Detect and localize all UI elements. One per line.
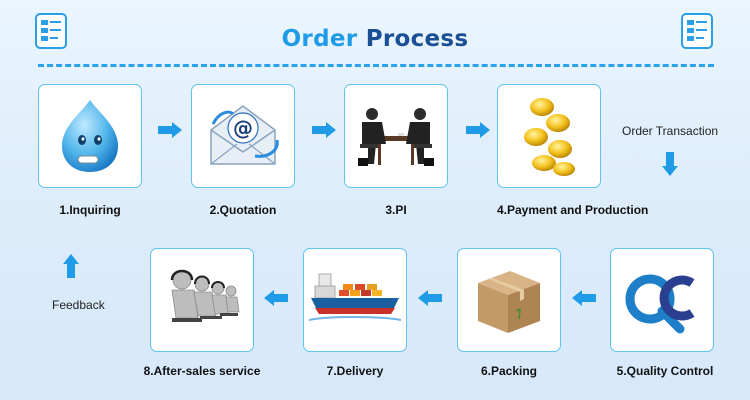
step-label-packing: 6.Packing — [480, 364, 538, 378]
step-card-delivery — [303, 248, 407, 352]
title-part-process: Process — [365, 26, 469, 52]
step-label-after-sales: 8.After-sales service — [143, 364, 261, 378]
gold-coins-icon — [524, 98, 575, 176]
arrow-up-icon — [63, 254, 79, 278]
title-divider — [38, 64, 714, 67]
order-transaction-label: Order Transaction — [622, 124, 719, 138]
step-card-packing — [457, 248, 561, 352]
business-meeting-icon — [358, 108, 434, 166]
arrow-left-icon — [264, 290, 288, 306]
step-label-delivery: 7.Delivery — [326, 364, 384, 378]
arrow-right-icon — [466, 122, 490, 138]
call-center-icon — [170, 269, 240, 322]
step-card-quotation: @ — [191, 84, 295, 188]
step-card-payment — [497, 84, 601, 188]
step-label-payment: 4.Payment and Production — [497, 203, 649, 217]
step-card-pi — [344, 84, 448, 188]
svg-text:@: @ — [233, 116, 253, 140]
title-part-order: Order — [281, 26, 366, 52]
step-card-after-sales — [150, 248, 254, 352]
chat-bubble-icon — [62, 100, 118, 172]
cardboard-box-icon — [478, 271, 540, 333]
document-flow-icon — [681, 13, 713, 49]
arrow-down-icon — [662, 152, 678, 176]
step-label-inquiring: 1.Inquiring — [59, 203, 121, 217]
step-label-pi: 3.PI — [385, 203, 407, 217]
email-at-icon: @ — [210, 105, 279, 165]
arrow-right-icon — [312, 122, 336, 138]
feedback-label: Feedback — [52, 298, 105, 312]
page-title: Order Process — [0, 26, 750, 52]
arrow-left-icon — [418, 290, 442, 306]
step-label-quotation: 2.Quotation — [209, 203, 277, 217]
arrow-right-icon — [158, 122, 182, 138]
cargo-ship-icon — [309, 273, 401, 321]
arrow-left-icon — [572, 290, 596, 306]
step-card-quality-control — [610, 248, 714, 352]
step-label-quality-control: 5.Quality Control — [616, 364, 714, 378]
document-flow-icon — [35, 13, 67, 49]
step-card-inquiring — [38, 84, 142, 188]
qc-logo-icon — [625, 274, 695, 334]
